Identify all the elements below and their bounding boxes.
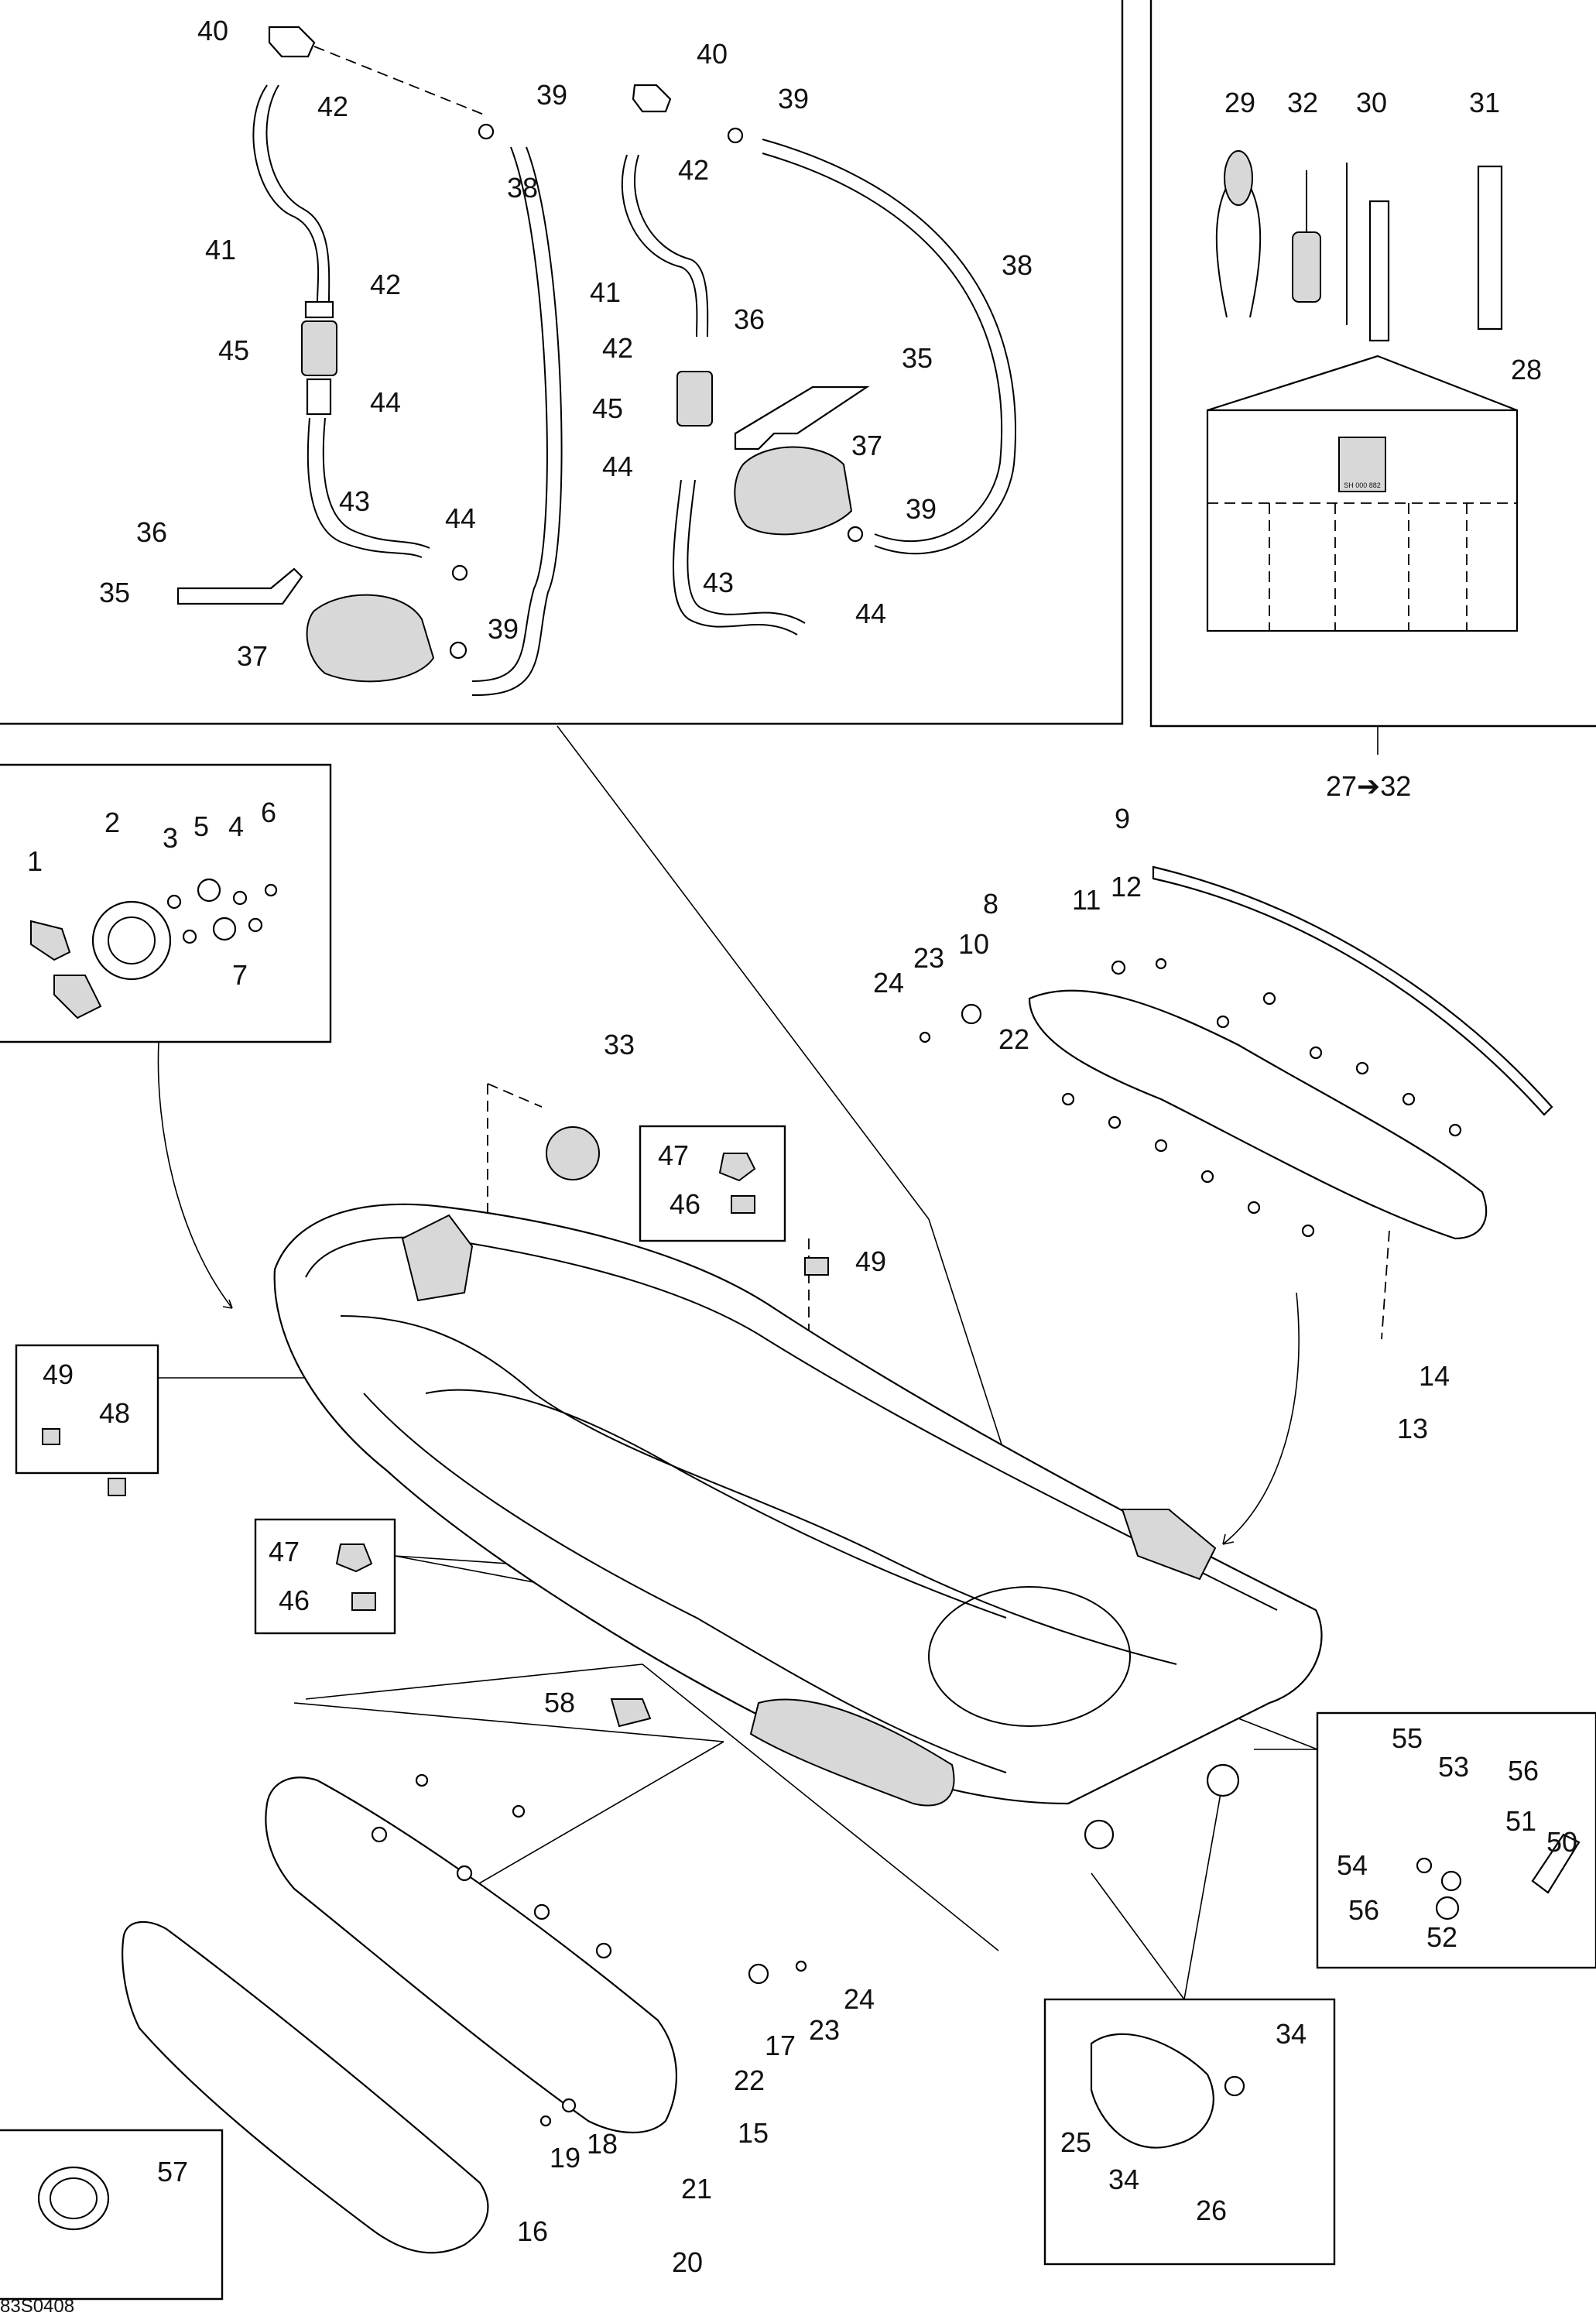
callout-6: 6	[261, 797, 276, 828]
callout-29: 29	[1224, 87, 1255, 118]
callout-56: 56	[1348, 1894, 1379, 1926]
callout-22: 22	[734, 2064, 765, 2096]
callout-28: 28	[1511, 354, 1542, 385]
callout-46: 46	[670, 1188, 700, 1220]
callout-11: 11	[1072, 884, 1101, 916]
callout-19: 19	[550, 2142, 581, 2174]
callout-10: 10	[958, 928, 989, 960]
callout-51: 51	[1505, 1805, 1536, 1837]
callout-13: 13	[1397, 1413, 1428, 1444]
callout-21: 21	[681, 2173, 712, 2205]
callout-47: 47	[269, 1536, 300, 1567]
callout-58: 58	[544, 1687, 575, 1718]
callout-56: 56	[1508, 1755, 1539, 1787]
callout-37: 37	[851, 430, 882, 461]
callout-39: 39	[778, 83, 809, 115]
callout-14: 14	[1419, 1360, 1450, 1392]
callout-53: 53	[1438, 1751, 1469, 1783]
callout-44: 44	[370, 386, 401, 418]
callout-44: 44	[602, 451, 633, 482]
callout-43: 43	[703, 567, 734, 598]
hull-body	[273, 1203, 1323, 1850]
callout-42: 42	[602, 332, 633, 364]
callout-34: 34	[1108, 2164, 1139, 2195]
callout-36: 36	[734, 303, 765, 335]
callout-43: 43	[339, 485, 370, 517]
callout-9: 9	[1115, 803, 1130, 834]
callout-40: 40	[697, 38, 728, 70]
callout-24: 24	[873, 967, 904, 999]
callout-36: 36	[136, 516, 167, 548]
callout-39: 39	[488, 613, 519, 645]
connection-lines	[157, 725, 1390, 2000]
callout-15: 15	[738, 2117, 769, 2149]
callout-57: 57	[157, 2156, 188, 2188]
callout-4: 4	[228, 810, 244, 842]
callout-55: 55	[1392, 1722, 1423, 1754]
callout-42: 42	[678, 154, 709, 186]
callout-33: 33	[604, 1029, 635, 1060]
callout-38: 38	[1002, 249, 1033, 281]
callout-49: 49	[43, 1358, 74, 1390]
callout-18: 18	[587, 2128, 618, 2160]
callout-37: 37	[237, 640, 268, 672]
reference-code: 83S0408	[0, 2296, 74, 2316]
bilge-assembly-right	[621, 84, 1016, 636]
callout-41: 41	[590, 276, 621, 308]
callout-22: 22	[998, 1023, 1029, 1055]
tool-kit-part-number: SH 000 882	[1344, 481, 1381, 489]
callout-52: 52	[1426, 1921, 1457, 1953]
callout-44: 44	[445, 502, 476, 534]
callout-34: 34	[1276, 2018, 1307, 2050]
callout-45: 45	[218, 334, 249, 366]
callout-38: 38	[507, 172, 538, 204]
callout-35: 35	[902, 342, 933, 374]
callout-7: 7	[232, 959, 248, 991]
callout-3: 3	[163, 822, 178, 854]
callout-26: 26	[1196, 2194, 1227, 2226]
callout-42: 42	[317, 91, 348, 122]
callout-labels: 40 42 39 38 41 42 45 44 43 44 36 35 37 3…	[27, 15, 1577, 2278]
callout-44: 44	[855, 598, 886, 629]
callout-17: 17	[765, 2030, 796, 2061]
tool-kit: SH 000 882	[1206, 150, 1519, 632]
sponson-group	[122, 1773, 807, 2254]
callout-47: 47	[658, 1139, 689, 1171]
callout-25: 25	[1060, 2126, 1091, 2158]
callout-46: 46	[279, 1585, 310, 1616]
callout-39: 39	[536, 79, 567, 111]
callout-45: 45	[592, 392, 623, 424]
callout-2: 2	[104, 807, 120, 838]
bilge-assembly-left	[176, 26, 563, 697]
callout-16: 16	[517, 2215, 548, 2247]
callout-40: 40	[197, 15, 228, 46]
callout-23: 23	[913, 942, 944, 974]
callout-12: 12	[1111, 871, 1142, 903]
callout-41: 41	[205, 234, 236, 266]
callout-54: 54	[1337, 1849, 1368, 1881]
rear-platform-group	[919, 865, 1553, 1240]
callout-1: 1	[27, 845, 43, 877]
steering-group	[30, 878, 278, 1019]
callout-39: 39	[906, 493, 937, 525]
misc-parts	[37, 1126, 1581, 2231]
callout-42: 42	[370, 269, 401, 300]
callout-24: 24	[844, 1983, 875, 2015]
callout-48: 48	[99, 1397, 130, 1429]
callout-8: 8	[983, 888, 998, 920]
callout-32: 32	[1287, 87, 1318, 118]
callout-23: 23	[809, 2014, 840, 2046]
callout-30: 30	[1356, 87, 1387, 118]
callout-20: 20	[672, 2246, 703, 2278]
callout-5: 5	[194, 810, 209, 842]
callout-49: 49	[855, 1245, 886, 1277]
callout-50: 50	[1546, 1826, 1577, 1858]
callout-31: 31	[1469, 87, 1500, 118]
kit-range-label: 27➔32	[1326, 770, 1411, 802]
callout-35: 35	[99, 577, 130, 608]
